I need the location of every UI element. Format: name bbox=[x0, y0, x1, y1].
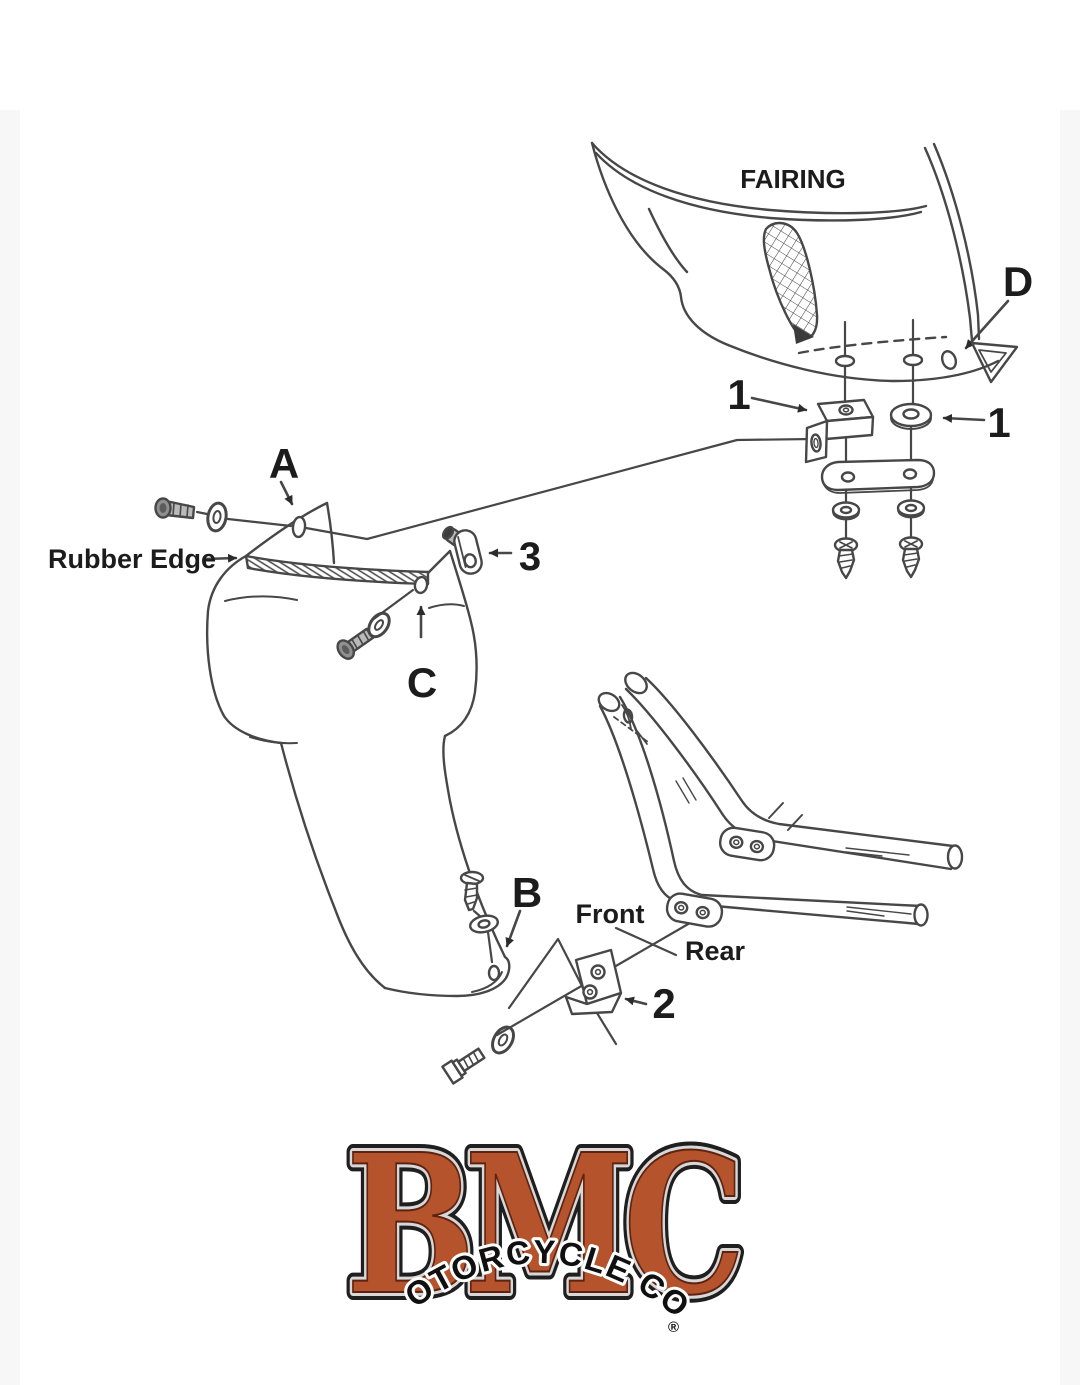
front-label: Front bbox=[576, 899, 645, 929]
rear-label: Rear bbox=[685, 936, 746, 966]
label-a: A bbox=[269, 440, 299, 487]
tip-inner-line bbox=[471, 971, 503, 993]
hardware-1-stack bbox=[804, 398, 936, 580]
corner-flap-inner bbox=[978, 349, 1007, 373]
fairing-left-edge bbox=[590, 141, 730, 347]
photo-margin-right bbox=[1060, 110, 1080, 1385]
hole-c bbox=[413, 575, 429, 595]
washer-right bbox=[896, 499, 926, 519]
front-tube-top-cap bbox=[597, 691, 621, 713]
bmc-acronym-outline: BMC bbox=[346, 1113, 738, 1338]
fairing-label: FAIRING bbox=[740, 164, 845, 194]
washer-a bbox=[206, 501, 228, 533]
fairing-left-inner-line bbox=[647, 207, 689, 274]
interior-line-right bbox=[428, 603, 465, 609]
leg-left-edge bbox=[279, 741, 387, 990]
bolt-2 bbox=[441, 1047, 486, 1085]
windshield-edge-inner bbox=[923, 146, 974, 343]
label-d: D bbox=[1003, 258, 1033, 305]
front-tube-end-cap bbox=[913, 903, 929, 927]
fairing-top-edge-inner bbox=[594, 151, 923, 222]
frame-top-hole bbox=[622, 708, 634, 724]
front-tube-lower-edge bbox=[598, 704, 921, 926]
washer-1 bbox=[889, 402, 933, 430]
label-1-left: 1 bbox=[727, 371, 750, 418]
stud-axis-lines bbox=[843, 318, 915, 407]
arrow-1-left bbox=[750, 396, 808, 413]
fold-dashed-line bbox=[797, 335, 948, 355]
lower-fairing-apex-line bbox=[325, 501, 336, 565]
fairing-bottom-edge bbox=[726, 343, 1000, 383]
arrow-b bbox=[505, 909, 522, 948]
screw-b-assembly bbox=[459, 870, 499, 934]
screw-a-assembly bbox=[154, 497, 228, 533]
vent-arrowhead bbox=[793, 324, 814, 344]
label-2: 2 bbox=[652, 980, 675, 1027]
line-art bbox=[154, 141, 1019, 1085]
edge-clip-3 bbox=[441, 525, 483, 575]
front-tube-upper-edge bbox=[618, 695, 923, 908]
arrow-2 bbox=[624, 996, 648, 1006]
hole-d bbox=[940, 350, 958, 370]
engine-guard-frame bbox=[597, 671, 964, 928]
bracket-1 bbox=[804, 398, 875, 464]
callout-arrows bbox=[203, 299, 1010, 1006]
callout-labels: FAIRING D 1 1 A Rubber Edge 3 C B Front … bbox=[48, 164, 1033, 1027]
windshield-edge-outer bbox=[932, 142, 981, 341]
upper-fairing-drawing bbox=[590, 141, 1019, 384]
rubber-edge-label: Rubber Edge bbox=[48, 544, 216, 574]
front-mount-tab bbox=[665, 892, 724, 928]
fairing-top-edge bbox=[590, 141, 928, 215]
stud-head-left bbox=[834, 354, 856, 368]
arrow-rubber-edge bbox=[203, 553, 238, 563]
arrow-a bbox=[279, 480, 294, 506]
bmc-acronym: BMC bbox=[346, 1113, 738, 1338]
photo-margin-left bbox=[0, 110, 20, 1385]
interior-line-bottom bbox=[249, 736, 298, 745]
rear-tube-end-cap bbox=[946, 844, 964, 870]
rear-tube-top-cap bbox=[624, 671, 648, 695]
leg-bottom-tip bbox=[383, 955, 511, 998]
arrow-1-right bbox=[942, 413, 986, 423]
lower-fairing-left-edge bbox=[205, 554, 283, 745]
washer-left bbox=[831, 501, 861, 521]
label-c: C bbox=[407, 659, 437, 706]
rear-mount-tab bbox=[718, 826, 776, 862]
backing-plate bbox=[820, 458, 936, 494]
hole-b bbox=[487, 964, 501, 982]
corner-flap bbox=[970, 341, 1019, 384]
label-1-right: 1 bbox=[987, 399, 1010, 446]
washer-2 bbox=[491, 1025, 515, 1055]
hole-a bbox=[291, 515, 307, 539]
vent-crosshatch bbox=[762, 221, 819, 340]
screw-right bbox=[898, 536, 924, 579]
interior-line-top bbox=[224, 595, 298, 602]
edge-to-corner bbox=[426, 549, 452, 575]
washer-b bbox=[469, 914, 499, 934]
lower-fairing-right-edge bbox=[443, 549, 478, 738]
washer-c bbox=[367, 611, 391, 639]
screw-left bbox=[833, 537, 859, 580]
bracket2-lower-line bbox=[595, 1011, 618, 1046]
bmc-acronym-chrome: BMC bbox=[346, 1113, 738, 1338]
screw-c-assembly bbox=[336, 611, 391, 660]
hole-a-alignment-line bbox=[304, 437, 815, 541]
screw-a-axis bbox=[195, 510, 293, 528]
registered-mark: ® bbox=[668, 1319, 679, 1336]
stud-head-right bbox=[902, 353, 924, 367]
fairing-edge-zigzag bbox=[507, 937, 585, 1010]
rear-tube-upper-edge bbox=[644, 676, 955, 848]
lower-fairing-top-edge bbox=[244, 501, 329, 558]
label-b: B bbox=[512, 869, 542, 916]
label-3: 3 bbox=[519, 535, 541, 579]
hardware-2-stack bbox=[441, 948, 623, 1085]
bracket-2 bbox=[564, 948, 623, 1016]
lower-fairing-drawing bbox=[205, 501, 511, 998]
front-leader-line bbox=[614, 926, 678, 957]
